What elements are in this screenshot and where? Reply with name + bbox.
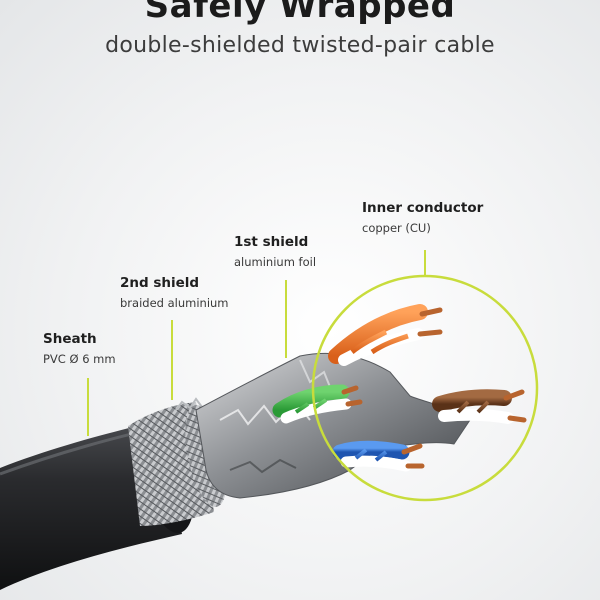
callout-inner-conductor-title: Inner conductor — [362, 200, 484, 216]
magnifier-ring — [311, 274, 539, 502]
copper-conductor-ends — [341, 307, 527, 469]
foil-shield — [195, 352, 471, 499]
callout-sheath: Sheath PVC Ø 6 mm — [43, 331, 116, 366]
callout-second-shield: 2nd shield braided aluminium — [120, 275, 229, 310]
callout-first-shield-title: 1st shield — [234, 234, 309, 250]
callout-first-shield: 1st shield aluminium foil — [234, 234, 316, 269]
page-subtitle: double-shielded twisted-pair cable — [105, 33, 495, 58]
callout-inner-conductor-detail: copper (CU) — [362, 221, 431, 235]
blue-wire-pair — [332, 440, 412, 472]
callout-sheath-title: Sheath — [43, 331, 97, 347]
callout-sheath-detail: PVC Ø 6 mm — [43, 352, 116, 366]
orange-wire-pair — [328, 304, 428, 366]
page-title: Safely Wrapped — [144, 0, 456, 26]
callout-inner-conductor: Inner conductor copper (CU) — [362, 200, 483, 235]
callout-second-shield-detail: braided aluminium — [120, 296, 229, 310]
brown-wire-pair — [432, 389, 514, 424]
callout-second-shield-title: 2nd shield — [120, 275, 200, 291]
callout-first-shield-detail: aluminium foil — [234, 255, 317, 269]
